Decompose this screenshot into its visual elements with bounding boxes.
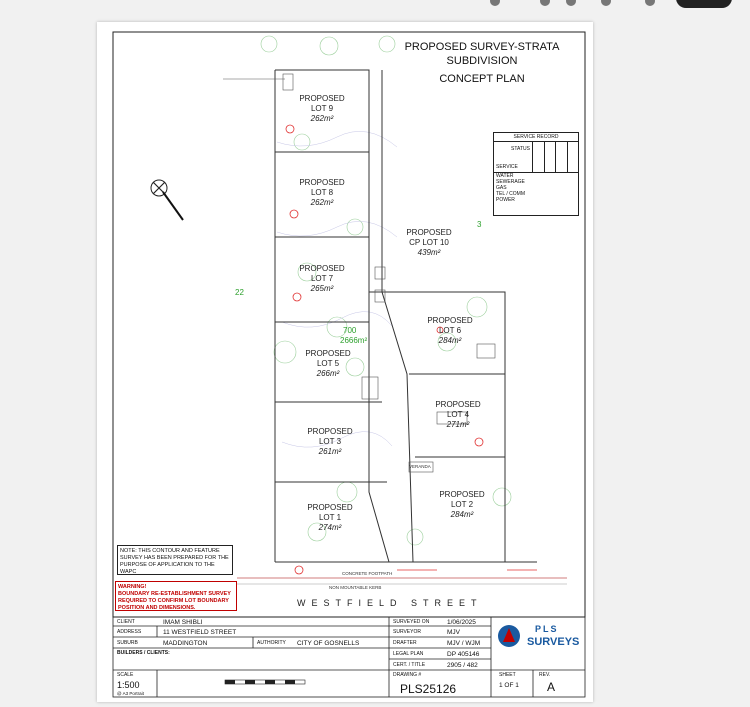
- service-row: WATER: [496, 173, 514, 179]
- footpath-label: CONCRETE FOOTPATH: [342, 571, 393, 576]
- rev-label: REV.: [539, 672, 551, 678]
- cert-label: CERT. / TITLE: [393, 662, 426, 668]
- service-record-table: SERVICE RECORD STATUS SERVICE WATER SEWE…: [493, 132, 579, 216]
- toolbar-icon[interactable]: [601, 0, 611, 6]
- scale-value: 1:500: [117, 680, 140, 690]
- toolbar-icon[interactable]: [645, 0, 655, 6]
- plan-sheet: PROPOSED SURVEY-STRATA SUBDIVISION CONCE…: [97, 22, 593, 702]
- service-label: SERVICE: [496, 164, 518, 170]
- warning-title: WARNING!: [118, 584, 147, 590]
- surveyor-value: MJV: [447, 629, 460, 636]
- rev-value: A: [547, 680, 556, 694]
- adjacent-lot-left: 22: [235, 288, 244, 297]
- surveyor-label: SURVEYOR: [393, 629, 421, 635]
- paper-size: @ A3 Portrait: [117, 691, 144, 696]
- authority-label: AUTHORITY: [257, 640, 286, 646]
- surveyed-on-label: SURVEYED ON: [393, 619, 430, 625]
- service-row: TEL / COMM: [496, 191, 525, 197]
- service-rows: WATER SEWERAGE GAS TEL / COMM POWER: [494, 173, 578, 203]
- plan-subtitle-2: CONCEPT PLAN: [439, 73, 525, 85]
- contour-note: NOTE: THIS CONTOUR AND FEATURE SURVEY HA…: [117, 545, 233, 575]
- scale-label: SCALE: [117, 672, 134, 678]
- suburb-label: SUBURB: [117, 640, 138, 646]
- toolbar-icon[interactable]: [566, 0, 576, 6]
- service-row: SEWERAGE: [496, 179, 525, 185]
- parent-lot-area: 2666m²: [340, 336, 368, 345]
- legal-plan-label: LEGAL PLAN: [393, 651, 424, 657]
- scale-bar: [224, 679, 306, 685]
- plan-drawing: [112, 31, 586, 698]
- drawing-number: PLS25126: [400, 682, 457, 696]
- surveyed-on-value: 1/06/2025: [447, 619, 476, 626]
- sheet-value: 1 OF 1: [499, 682, 519, 689]
- client-value: IMAM SHIBLI: [163, 619, 203, 626]
- service-row: POWER: [496, 197, 515, 203]
- company-brand: PLS: [535, 624, 559, 634]
- toolbar-icon[interactable]: [540, 0, 550, 6]
- company-logo-icon: [498, 625, 520, 647]
- company-name: SURVEYS: [527, 636, 580, 648]
- lot-boundaries: [274, 69, 537, 563]
- company-logo: PLS SURVEYS: [495, 620, 581, 666]
- verandah-label: VERANDA: [409, 464, 431, 469]
- legal-plan-value: DP 405146: [447, 651, 480, 658]
- service-record-title: SERVICE RECORD: [494, 133, 578, 142]
- service-status-label: STATUS: [511, 146, 530, 152]
- address-label: ADDRESS: [117, 629, 142, 635]
- sheet-label: SHEET: [499, 672, 516, 678]
- north-arrow-icon: [150, 179, 184, 221]
- warning-box: WARNING! BOUNDARY RE-ESTABLISHMENT SURVE…: [115, 581, 237, 611]
- plan-subtitle: SUBDIVISION: [446, 55, 518, 67]
- plan-title: PROPOSED SURVEY-STRATA: [404, 41, 560, 53]
- street-name: WESTFIELD STREET: [297, 598, 483, 608]
- authority-value: CITY OF GOSNELLS: [297, 640, 360, 647]
- cert-value: 2905 / 482: [447, 662, 478, 669]
- drawing-label: DRAWING #: [393, 672, 422, 678]
- kerb-label: NON MOUNTABLE KERB: [329, 585, 382, 590]
- service-row: GAS: [496, 185, 507, 191]
- suburb-value: MADDINGTON: [163, 640, 208, 647]
- browser-toolbar: [0, 0, 750, 10]
- warning-text: BOUNDARY RE-ESTABLISHMENT SURVEY REQUIRE…: [118, 591, 231, 611]
- client-label: CLIENT: [117, 619, 135, 625]
- toolbar-icon[interactable]: [490, 0, 500, 6]
- toolbar-button[interactable]: [676, 0, 732, 8]
- adjacent-lot-right: 3: [477, 220, 482, 229]
- title-block-grid: [112, 616, 586, 698]
- address-value: 11 WESTFIELD STREET: [163, 629, 237, 636]
- drafter-label: DRAFTER: [393, 640, 417, 646]
- builders-label: BUILDERS / CLIENTS:: [117, 650, 170, 656]
- parent-lot-number: 700: [343, 326, 357, 335]
- drafter-value: MJV / WJM: [447, 640, 481, 647]
